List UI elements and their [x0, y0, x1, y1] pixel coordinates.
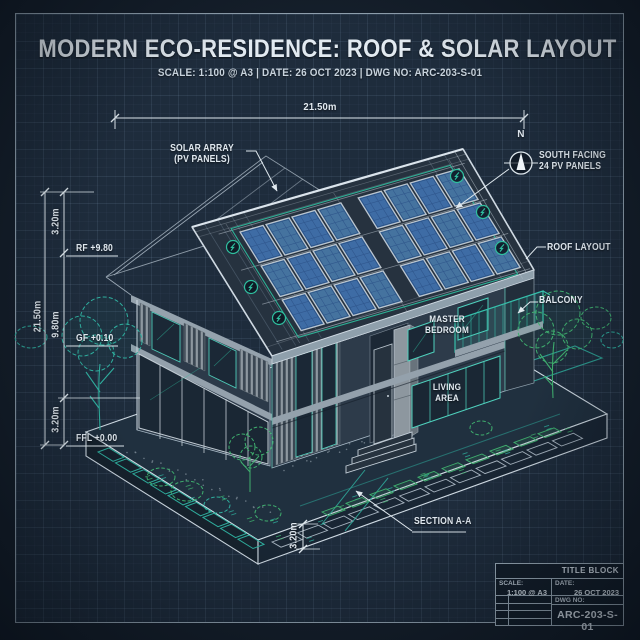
title-block: TITLE BLOCK SCALE: 1:100 @ A3 DATE: 26 O…	[495, 563, 624, 633]
dim-plinth: 3.20m	[288, 522, 300, 549]
master-bedroom-label: MASTER BEDROOM	[425, 314, 469, 336]
level-gf: GF +0.10	[76, 333, 114, 344]
tree-left	[61, 296, 143, 431]
date-cell: DATE: 26 OCT 2023	[552, 579, 623, 597]
dwg-number: ARC-203-S-01	[557, 609, 618, 633]
dim-left-mid: 9.80m	[50, 311, 62, 338]
dim-left-total: 21.50m	[32, 300, 44, 333]
page-title: MODERN ECO-RESIDENCE: ROOF & SOLAR LAYOU…	[38, 35, 617, 63]
scale-cell: SCALE: 1:100 @ A3	[496, 579, 551, 597]
living-area-label: LIVING AREA	[432, 382, 462, 404]
dwg-cell: DWG NO:	[552, 596, 623, 605]
level-ffl: FFL +0.00	[76, 433, 118, 444]
roof-layout-label: ROOF LAYOUT	[547, 242, 611, 253]
solar-array-label: SOLAR ARRAY (PV PANELS)	[170, 143, 234, 165]
dim-top-width: 21.50m	[303, 101, 337, 113]
level-rf: RF +9.80	[76, 243, 113, 254]
page-subtitle: SCALE: 1:100 @ A3 | DATE: 26 OCT 2023 | …	[157, 67, 483, 79]
dim-left-bottom: 3.20m	[50, 406, 62, 433]
dim-left-top: 3.20m	[50, 208, 62, 235]
title-block-header: TITLE BLOCK	[496, 564, 623, 579]
section-label: SECTION A-A	[414, 516, 472, 527]
balcony-label: BALCONY	[539, 295, 583, 306]
south-facing-label: SOUTH FACING 24 PV PANELS	[539, 150, 607, 172]
compass	[504, 151, 538, 175]
compass-north-label: N	[517, 129, 525, 140]
